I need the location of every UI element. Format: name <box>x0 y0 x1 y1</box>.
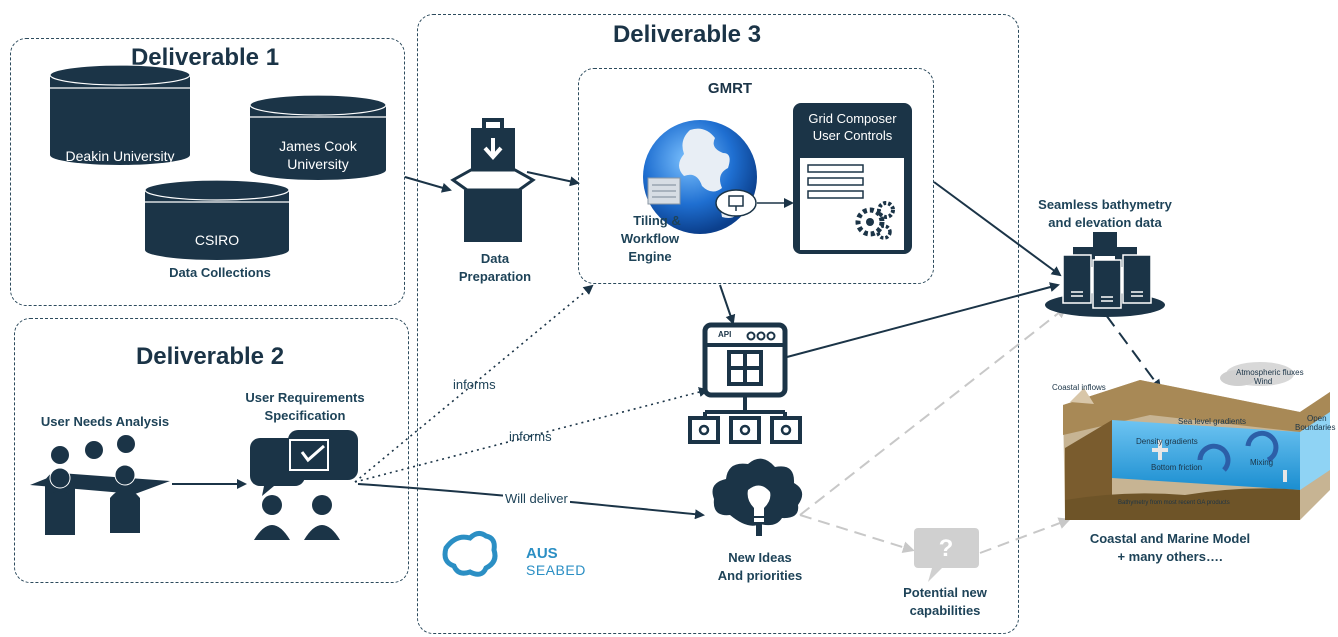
model-label-2: + many others…. <box>1117 549 1223 564</box>
model-mixing: Mixing <box>1250 458 1274 467</box>
api-icon <box>688 322 802 444</box>
tiling-label-2: Workflow <box>620 231 680 246</box>
gmrt-title: GMRT <box>707 80 753 97</box>
will-deliver-label: Will deliver <box>503 491 570 506</box>
model-atmo-2: Wind <box>1254 377 1273 386</box>
tiling-label-3: Engine <box>628 249 672 264</box>
model-density: Density gradients <box>1136 437 1198 446</box>
globe-icon <box>643 120 757 234</box>
data-preparation-icon <box>450 118 536 242</box>
marine-model-illustration <box>1063 362 1330 520</box>
model-open-1: Open <box>1307 414 1327 423</box>
model-label-1: Coastal and Marine Model <box>1089 531 1251 546</box>
tiling-label-1: Tiling & <box>633 213 681 228</box>
aus-seabed-logo-text-2: SEABED <box>526 562 586 578</box>
database-deakin <box>49 64 191 165</box>
grid-composer-label-1: Grid Composer <box>808 111 897 126</box>
grid-composer-label-2: User Controls <box>812 128 893 143</box>
ideas-cloud-icon <box>712 458 803 536</box>
data-preparation-label-1: Data <box>480 251 510 266</box>
requirements-chat-icon <box>250 430 358 540</box>
seamless-label-2: and elevation data <box>1048 215 1162 230</box>
deliverable-1-box <box>10 38 405 306</box>
data-preparation-label-2: Preparation <box>458 269 532 284</box>
svg-text:?: ? <box>939 535 954 562</box>
model-bathymetry: Bathymetry from most recent GA products <box>1118 500 1230 506</box>
server-stack-icon <box>1045 232 1165 317</box>
aus-seabed-logo-text-1: AUS <box>526 545 558 562</box>
gmrt-box <box>578 68 934 284</box>
informs-label-1: informs <box>453 377 496 392</box>
deliverable-2-box <box>14 318 409 583</box>
db-csiro-label: CSIRO <box>194 232 240 248</box>
potential-label-1: Potential new <box>903 585 987 600</box>
database-james-cook <box>249 94 387 180</box>
requirements-label-2: Specification <box>264 408 346 423</box>
requirements-label-1: User Requirements <box>245 390 365 405</box>
new-ideas-label-2: And priorities <box>717 568 803 583</box>
new-ideas-label-1: New Ideas <box>728 550 792 565</box>
user-needs-label: User Needs Analysis <box>40 414 170 429</box>
database-csiro <box>144 179 290 260</box>
model-bottom-friction: Bottom friction <box>1151 463 1203 472</box>
question-bubble-icon: ? <box>914 528 979 582</box>
grid-composer-panel <box>793 103 912 254</box>
deliverable-3-title: Deliverable 3 <box>612 21 762 48</box>
model-coastal-inflows: Coastal inflows <box>1052 383 1106 392</box>
meeting-people-icon <box>30 435 170 535</box>
model-open-2: Boundaries <box>1295 423 1336 432</box>
informs-label-2: informs <box>509 429 552 444</box>
db-james-cook-label-2: University <box>287 156 349 172</box>
model-atmo-1: Atmospheric fluxes <box>1236 368 1304 377</box>
potential-label-2: capabilities <box>909 603 981 618</box>
data-collections-caption: Data Collections <box>169 265 271 280</box>
aus-seabed-logo-mark <box>442 530 498 577</box>
db-james-cook-label-1: James Cook <box>279 138 357 154</box>
db-deakin-label: Deakin University <box>65 148 175 164</box>
deliverable-3-box <box>417 14 1019 634</box>
model-sea-level: Sea level gradients <box>1178 417 1247 426</box>
deliverable-2-title: Deliverable 2 <box>135 343 285 370</box>
api-label: API <box>718 330 732 339</box>
seamless-label-1: Seamless bathymetry <box>1038 197 1172 212</box>
